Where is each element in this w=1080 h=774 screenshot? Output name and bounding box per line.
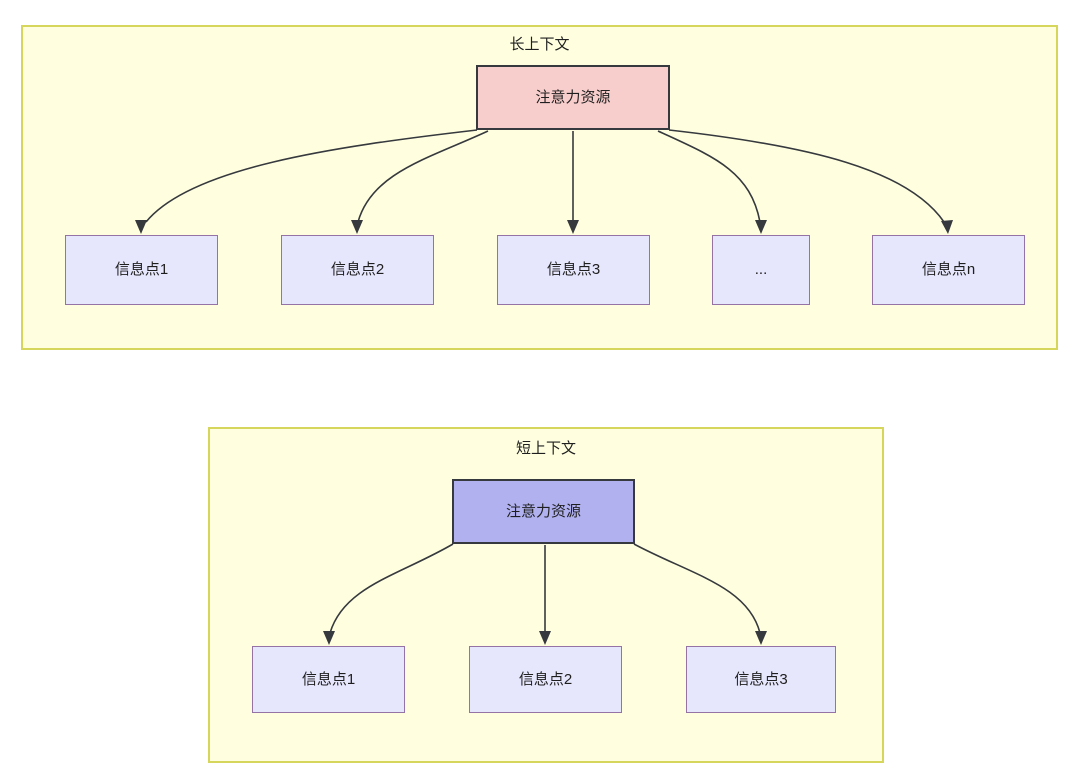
long-context-title: 长上下文 bbox=[509, 36, 570, 53]
short-context-info-node-3[interactable]: 信息点3 bbox=[686, 646, 836, 713]
long-context-info-node-1[interactable]: 信息点1 bbox=[65, 235, 218, 305]
short-context-info-label-2: 信息点2 bbox=[518, 670, 573, 688]
short-context-attention-node[interactable]: 注意力资源 bbox=[452, 479, 635, 544]
long-context-info-label-ellipsis: ... bbox=[754, 261, 768, 278]
short-context-title: 短上下文 bbox=[515, 440, 576, 457]
short-context-attention-label: 注意力资源 bbox=[505, 502, 581, 520]
short-context-info-label-1: 信息点1 bbox=[301, 670, 356, 688]
long-context-attention-label: 注意力资源 bbox=[535, 88, 611, 106]
long-context-info-label-3: 信息点3 bbox=[546, 261, 601, 278]
long-context-info-node-3[interactable]: 信息点3 bbox=[497, 235, 650, 305]
long-context-attention-node[interactable]: 注意力资源 bbox=[476, 65, 670, 130]
short-context-info-node-1[interactable]: 信息点1 bbox=[252, 646, 405, 713]
long-context-info-node-n[interactable]: 信息点n bbox=[872, 235, 1025, 305]
long-context-info-label-n: 信息点n bbox=[921, 261, 976, 278]
long-context-info-label-1: 信息点1 bbox=[114, 261, 169, 278]
long-context-info-node-ellipsis[interactable]: ... bbox=[712, 235, 810, 305]
long-context-info-label-2: 信息点2 bbox=[330, 261, 385, 278]
short-context-info-node-2[interactable]: 信息点2 bbox=[469, 646, 622, 713]
short-context-info-label-3: 信息点3 bbox=[734, 670, 788, 688]
long-context-info-node-2[interactable]: 信息点2 bbox=[281, 235, 434, 305]
